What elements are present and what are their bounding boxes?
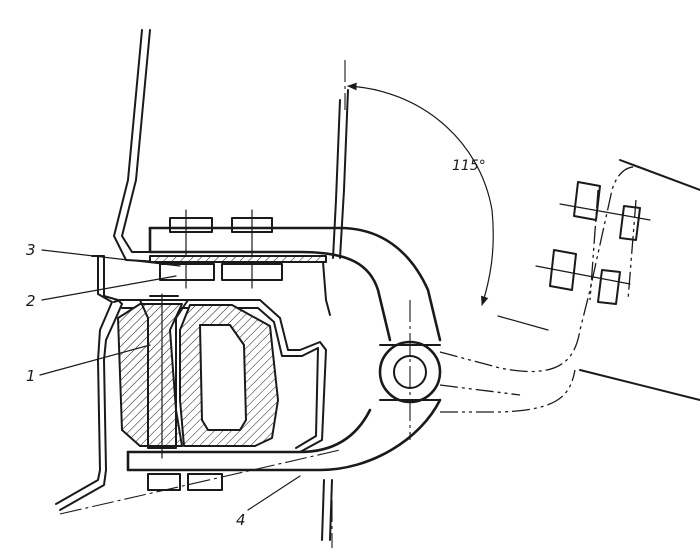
open-door-phantom xyxy=(439,159,700,413)
center-bolt xyxy=(139,293,189,459)
callout-3: 3 xyxy=(26,241,36,259)
washer-plate xyxy=(149,255,327,263)
top-bolts xyxy=(159,209,283,289)
door-pillar xyxy=(321,89,349,541)
rubber-bushing xyxy=(117,303,279,447)
bottom-bolts xyxy=(147,473,223,491)
leader-lines xyxy=(39,249,301,511)
callouts: 3 2 1 4 xyxy=(26,241,246,529)
callout-1: 1 xyxy=(26,367,36,385)
center-lines xyxy=(59,60,411,548)
angle-dimension: 115° xyxy=(347,82,549,331)
angle-label: 115° xyxy=(452,158,486,174)
mounting-bracket xyxy=(55,255,327,511)
callout-2: 2 xyxy=(26,292,36,310)
callout-4: 4 xyxy=(236,511,246,529)
open-position-bolts xyxy=(535,181,651,305)
